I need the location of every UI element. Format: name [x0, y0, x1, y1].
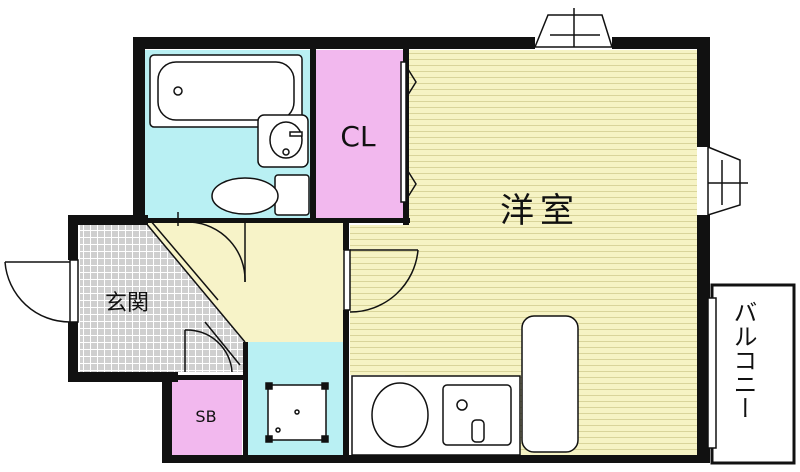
- western-room-label: 洋室: [500, 191, 580, 231]
- closet-label: CL: [340, 120, 376, 153]
- balcony: [707, 283, 796, 465]
- bath-door: [189, 221, 246, 283]
- western-room-floor-lower: [350, 225, 410, 375]
- washer-pan-icon: [265, 382, 329, 443]
- walls: [68, 37, 710, 463]
- shoebox-label: SB: [195, 407, 216, 426]
- fridge-space-icon: [521, 315, 579, 453]
- window-top: [533, 8, 614, 48]
- room-door: [343, 249, 419, 313]
- shoebox-door: [184, 321, 241, 373]
- shoebox-floor: [172, 380, 242, 455]
- toilet-icon: [211, 174, 310, 216]
- entrance-step: [144, 212, 246, 343]
- sink-icon: [257, 114, 309, 168]
- entrance-door: [4, 259, 79, 323]
- bathtub-icon: [149, 54, 303, 128]
- window-right: [707, 145, 748, 217]
- closet-floor: [315, 50, 403, 218]
- balcony-label: バルコニー: [729, 300, 757, 420]
- entrance-label: 玄関: [105, 291, 149, 316]
- closet-doors: [400, 61, 417, 203]
- kitchen-sink-icon: [442, 384, 512, 446]
- stove-icon: [371, 382, 429, 448]
